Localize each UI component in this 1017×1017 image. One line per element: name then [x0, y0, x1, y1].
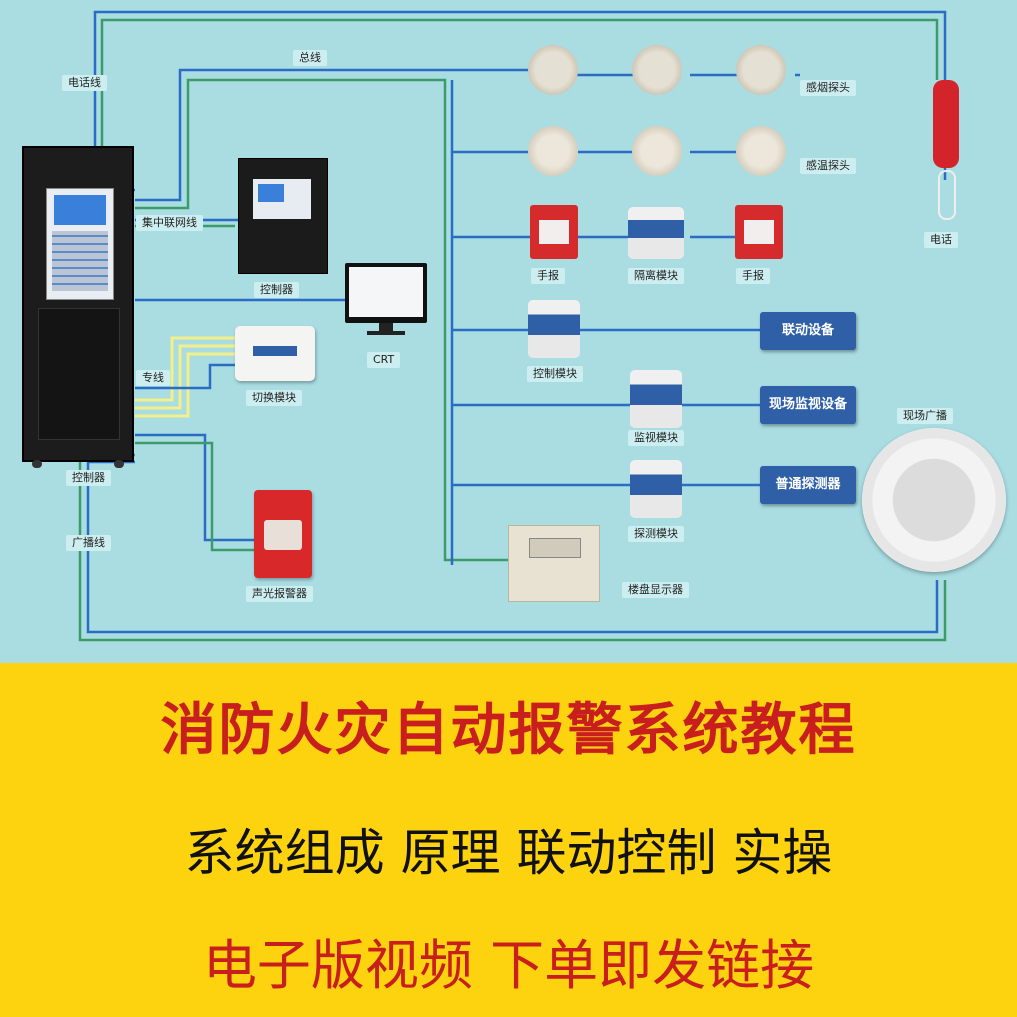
- heat-detector-label: 感温探头: [800, 158, 856, 174]
- smoke-detector: [736, 45, 786, 95]
- isolation-module-label: 隔离模块: [628, 268, 684, 284]
- banner-footer: 电子版视频 下单即发链接: [202, 934, 815, 997]
- sound-light-alarm: [254, 490, 312, 578]
- monitor-module: [630, 370, 682, 428]
- phone-line-label: 电话线: [62, 75, 107, 91]
- floor-display: [508, 525, 600, 602]
- crt-monitor: [345, 263, 427, 335]
- manual-alarm-left-label: 手报: [531, 268, 565, 284]
- telephone-handset: [933, 80, 959, 168]
- controller-label: 控制器: [254, 282, 299, 298]
- banner-subtitle: 系统组成 原理 联动控制 实操: [184, 824, 833, 882]
- manual-alarm-button: [735, 205, 783, 259]
- banner-title: 消防火灾自动报警系统教程: [160, 698, 857, 763]
- manual-alarm-button: [530, 205, 578, 259]
- floor-display-label: 楼盘显示器: [622, 582, 689, 598]
- smoke-detector: [632, 45, 682, 95]
- smoke-detector: [528, 45, 578, 95]
- broadcast-line-label: 广播线: [66, 535, 111, 551]
- controller-cabinet: [22, 146, 134, 468]
- detector-module: [630, 460, 682, 518]
- speaker: [862, 428, 1006, 572]
- sound-light-alarm-label: 声光报警器: [246, 586, 313, 602]
- isolation-module: [628, 207, 684, 259]
- phone-cord: [938, 170, 956, 220]
- cabinet-label: 控制器: [66, 470, 111, 486]
- smoke-detector-label: 感烟探头: [800, 80, 856, 96]
- crt-label: CRT: [367, 352, 401, 368]
- central-network-line-label: 集中联网线: [136, 215, 203, 231]
- switch-module-label: 切换模块: [246, 390, 302, 406]
- heat-detector: [736, 126, 786, 176]
- ordinary-detector-box: 普通探测器: [760, 466, 856, 504]
- controller-unit: [238, 158, 328, 274]
- bus-label: 总线: [293, 50, 327, 66]
- detector-module-label: 探测模块: [628, 526, 684, 542]
- heat-detector: [528, 126, 578, 176]
- linkage-device-box: 联动设备: [760, 312, 856, 350]
- dedicated-line-label: 专线: [136, 370, 170, 386]
- heat-detector: [632, 126, 682, 176]
- promo-banner: 消防火灾自动报警系统教程 系统组成 原理 联动控制 实操 电子版视频 下单即发链…: [0, 663, 1017, 1017]
- manual-alarm-right-label: 手报: [736, 268, 770, 284]
- control-module: [528, 300, 580, 358]
- site-monitor-device-box: 现场监视设备: [760, 386, 856, 424]
- switch-module: [235, 326, 315, 381]
- telephone-label: 电话: [924, 232, 958, 248]
- site-broadcast-label: 现场广播: [897, 408, 953, 424]
- monitor-module-label: 监视模块: [628, 430, 684, 446]
- fire-alarm-system-diagram: 电话线 总线 集中联网线 专线 广播线 控制器 控制器 CRT 切换模块 声光报…: [0, 0, 1017, 663]
- control-module-label: 控制模块: [527, 366, 583, 382]
